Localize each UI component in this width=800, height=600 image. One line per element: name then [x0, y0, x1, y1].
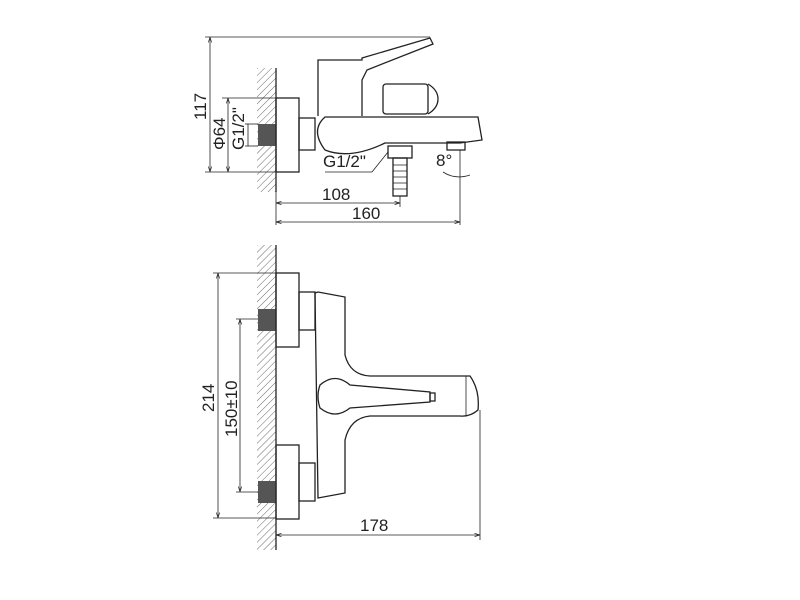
dim-projection: 178 [360, 516, 388, 535]
nut-upper [298, 291, 316, 331]
nut-lower [298, 462, 316, 502]
dim-thread-outlet: G1/2" [323, 152, 366, 171]
wall-flange [275, 97, 300, 173]
flange-lower [275, 444, 300, 520]
dim-angle: 8° [436, 151, 452, 170]
diverter-connector [387, 145, 413, 159]
dim-outlet-distance: 108 [322, 185, 350, 204]
dim-total-width: 214 [199, 384, 218, 412]
cartridge-knob [382, 83, 429, 115]
dim-height: 117 [191, 93, 210, 120]
dim-center-distance: 150±10 [222, 380, 241, 437]
flange-upper [275, 272, 300, 348]
wall-thread-upper [258, 309, 276, 331]
top-view: 214 150±10 178 [199, 245, 481, 550]
faucet-body [314, 291, 479, 499]
side-view: 117 Φ64 G1/2" G1/2" 8° 108 160 [191, 36, 483, 225]
dim-thread-wall: G1/2" [229, 107, 248, 150]
spout-outlet [446, 141, 466, 151]
handle-body [317, 37, 434, 116]
wall-thread-lower [258, 481, 276, 503]
dim-diameter: Φ64 [210, 118, 229, 150]
lever-handle [317, 377, 431, 415]
nut [298, 117, 316, 151]
wall-hatch [257, 245, 276, 550]
faucet-body [316, 116, 483, 155]
dim-depth: 160 [352, 204, 380, 223]
wall-thread [258, 124, 276, 146]
